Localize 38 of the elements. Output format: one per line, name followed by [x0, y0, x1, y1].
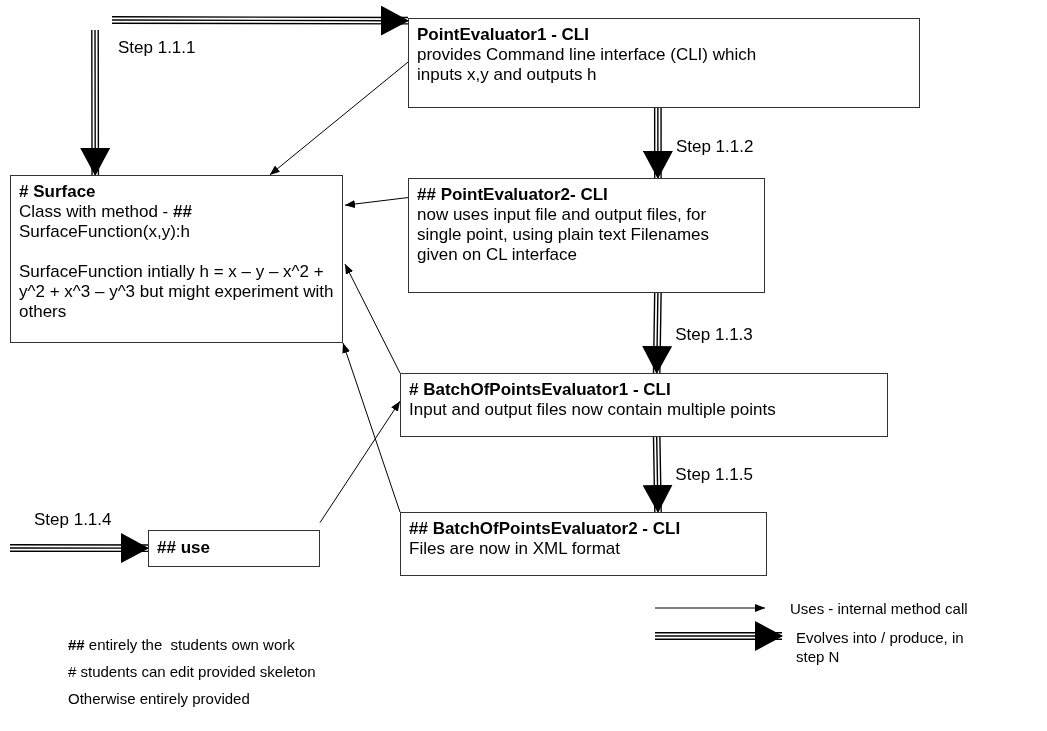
uses-arrow	[269, 61, 409, 176]
box-text: SurfaceFunction intially h = x – y – x^2 + y^2 + x^3 – y^3 but might experiment with others	[19, 262, 334, 322]
box-title: ## PointEvaluator2- CLI	[417, 185, 609, 205]
legend-text: Evolves into / produce, in step N	[796, 628, 965, 666]
legend-text: Uses - internal method call	[790, 599, 968, 618]
box-text: now uses input file and output files, for single point, using plain text Filenames given on CL interface	[417, 205, 710, 265]
uses-arrow	[342, 342, 401, 513]
box-text: provides Command line interface (CLI) which inputs x,y and outputs h	[417, 45, 758, 85]
step-label: Step 1.1.1	[118, 38, 196, 58]
box-text: Files are now in XML format	[409, 539, 621, 559]
uses-arrow	[319, 400, 401, 524]
evolution-arrow	[642, 107, 673, 179]
process-box	[10, 175, 343, 343]
note-text: Otherwise entirely provided	[68, 690, 250, 708]
uses-arrow	[344, 263, 401, 374]
evolution-arrow	[80, 29, 111, 176]
note-text: # students can edit provided skeleton	[68, 663, 316, 681]
edge-label: Step 1.1.2	[675, 137, 754, 157]
box-title: # Surface	[19, 182, 97, 202]
process-box	[400, 512, 767, 576]
process-box	[408, 18, 920, 108]
process-box	[408, 178, 765, 293]
evolution-arrow	[642, 436, 673, 513]
process-box	[148, 530, 320, 567]
box-text: Class with method - ## SurfaceFunction(x,y):h	[19, 202, 193, 242]
box-title: ## BatchOfPointsEvaluator2 - CLI	[409, 519, 682, 539]
box-title: ## use	[157, 538, 211, 558]
uses-arrow	[344, 197, 409, 208]
box-title: PointEvaluator1 - CLI	[417, 25, 590, 45]
box-text: Input and output files now contain multiple points	[409, 400, 777, 420]
evolution-arrow	[9, 533, 149, 564]
edge-label: Step 1.1.4	[34, 510, 112, 531]
box-title: # BatchOfPointsEvaluator1 - CLI	[409, 380, 672, 400]
edge-label: Step 1.1.3	[675, 325, 753, 345]
process-box	[400, 373, 888, 437]
note-text: ## entirely the students own work	[68, 636, 295, 654]
evolution-arrow	[111, 5, 409, 36]
evolution-arrow	[642, 292, 673, 374]
